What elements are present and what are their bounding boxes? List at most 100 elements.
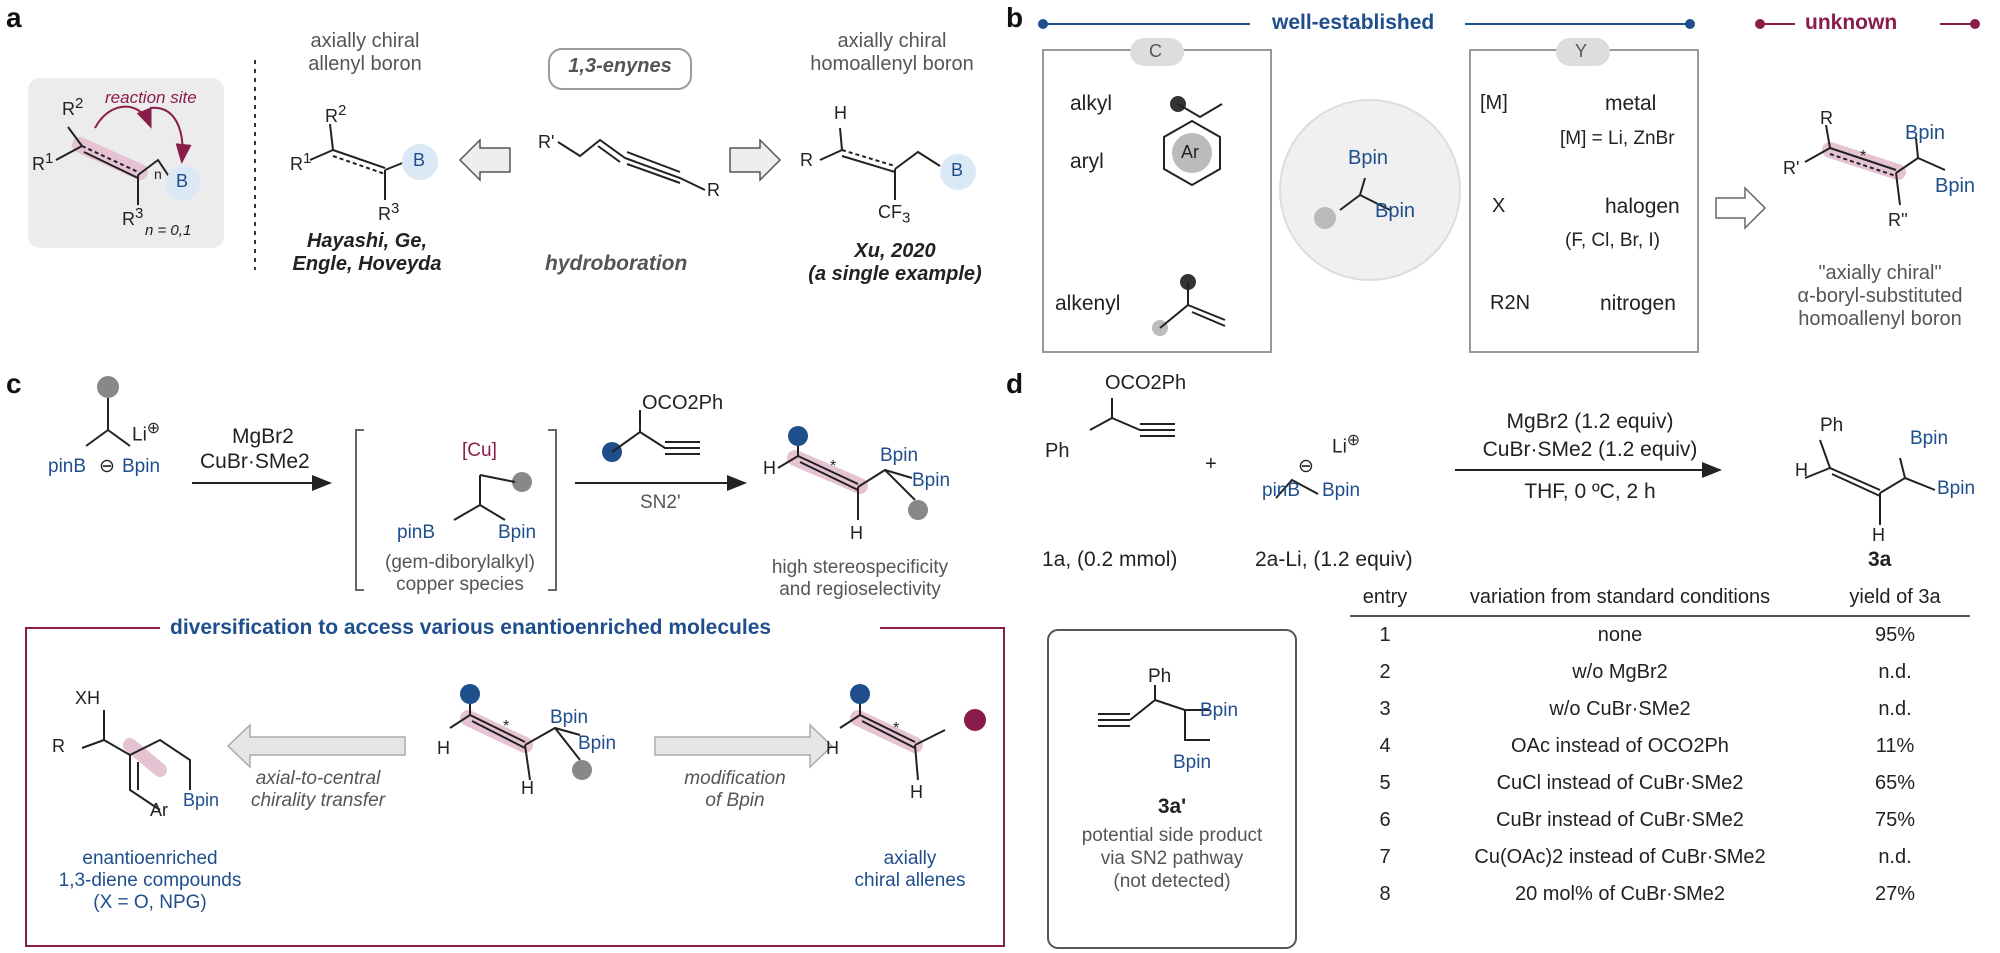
c-pinb: pinB (48, 456, 87, 477)
b-product-r: R (1820, 108, 1833, 128)
cell-yield: 95% (1874, 624, 1916, 646)
b-product-bpin-2: Bpin (1935, 175, 1976, 197)
cell-yield: 65% (1874, 772, 1916, 794)
b-product-r-prime: R' (1783, 158, 1800, 178)
d-prod-h2: H (1872, 525, 1885, 545)
cell-variation: 20 mol% of CuBr·SMe2 (1514, 883, 1726, 905)
b-product-star: * (1860, 148, 1867, 165)
c-reagent-2: CuBr·SMe2 (200, 450, 310, 473)
c-item-aryl: aryl (1070, 150, 1104, 173)
d-side-bpin-1: Bpin (1200, 700, 1239, 721)
c-int-bpin: Bpin (498, 522, 537, 543)
c-reagent-1: MgBr2 (232, 425, 294, 448)
box-y-letter: Y (1575, 41, 1588, 61)
div-bpin: Bpin (183, 790, 220, 810)
cell-variation: none (1597, 624, 1643, 646)
panel-label-d: d (1006, 368, 1024, 399)
c-sn2-label: SN2' (640, 492, 681, 513)
div-right-arrow-caption: modification of Bpin (684, 768, 786, 811)
cell-yield: n.d. (1878, 661, 1912, 683)
arrow-right-hollow (729, 138, 782, 182)
allenyl-boron: B (413, 150, 426, 170)
enyne-pill (548, 48, 692, 90)
side-product-box (1047, 629, 1297, 949)
panel-label-b: b (1006, 2, 1024, 33)
cell-variation: CuCl instead of CuBr·SMe2 (1496, 772, 1744, 794)
cell-yield: n.d. (1878, 698, 1912, 720)
diversification-title: diversification to access various enanti… (170, 616, 772, 639)
y-item-nitrogen: nitrogen (1600, 292, 1676, 315)
allenyl-r1: R1 (290, 150, 312, 174)
c-item-alkyl: alkyl (1070, 92, 1113, 115)
c-intermediate-caption: (gem-diborylalkyl) copper species (385, 552, 535, 595)
cell-yield: 27% (1874, 883, 1916, 905)
boron-bubble-homoallenyl (940, 154, 976, 190)
c-int-pinb: pinB (397, 522, 436, 543)
c-li-cation: Li⊕ (132, 420, 161, 446)
d-prod-ph: Ph (1820, 415, 1844, 436)
enyne-r: R (707, 180, 720, 200)
d-prod-bpin-1: Bpin (1910, 428, 1949, 449)
cell-entry: 5 (1379, 772, 1391, 794)
c-prod-h2: H (850, 523, 863, 543)
c-carbonate: OCO2Ph (642, 392, 724, 414)
allenyl-authors: Hayashi, Ge, Engle, Hoveyda (292, 230, 442, 275)
cell-variation: OAc instead of OCO2Ph (1511, 735, 1729, 757)
d-cond-2: CuBr·SMe2 (1.2 equiv) (1482, 438, 1698, 461)
allenyl-title: axially chiral allenyl boron (308, 30, 422, 75)
homoallenyl-title: axially chiral homoallenyl boron (810, 30, 974, 75)
cell-variation: Cu(OAc)2 instead of CuBr·SMe2 (1474, 846, 1766, 868)
d-prod-h1: H (1795, 460, 1808, 480)
arrow-right-gray (654, 723, 834, 769)
n-index: n (154, 166, 162, 182)
d-plus: + (1205, 453, 1217, 475)
arrow-left-hollow (458, 138, 511, 182)
div-xh: XH (75, 688, 101, 708)
cell-yield: 75% (1874, 809, 1916, 831)
panel-label-c: c (6, 368, 22, 399)
d-bpin: Bpin (1322, 480, 1361, 501)
box-c (1042, 49, 1272, 353)
cell-entry: 1 (1379, 624, 1391, 646)
y-item-halogen: halogen (1605, 195, 1680, 218)
homoallenyl-authors: Xu, 2020 (a single example) (808, 240, 982, 285)
header-entry: entry (1350, 586, 1420, 617)
div-right-h2: H (910, 782, 923, 802)
div-left-caption: enantioenriched 1,3-diene compounds (X =… (58, 848, 242, 913)
enyne-title: 1,3-enynes (568, 55, 672, 77)
div-r: R (52, 736, 65, 756)
d-sm-ph: Ph (1045, 440, 1070, 462)
reaction-site-label: reaction site (105, 88, 197, 107)
c-bpin: Bpin (122, 456, 161, 477)
d-product-label: 3a (1868, 548, 1892, 571)
y-item-halogen-prefix: X (1492, 195, 1506, 217)
panel-label-a: a (6, 2, 22, 33)
c-anion: ⊖ (99, 456, 115, 477)
d-cond-1: MgBr2 (1.2 equiv) (1506, 410, 1674, 433)
cell-entry: 4 (1379, 735, 1391, 757)
center-bpin-bottom: Bpin (1375, 200, 1416, 222)
y-item-metal-note: [M] = Li, ZnBr (1560, 128, 1675, 149)
div-center-bpin-2: Bpin (578, 733, 617, 754)
unknown-label: unknown (1805, 11, 1898, 34)
div-right-star: * (893, 720, 900, 737)
cell-variation: w/o MgBr2 (1572, 661, 1668, 683)
c-item-alkenyl: alkenyl (1055, 292, 1121, 315)
well-established-label: well-established (1272, 11, 1435, 34)
cell-entry: 7 (1379, 846, 1391, 868)
c-cu-label: [Cu] (462, 440, 497, 461)
d-side-bpin-2: Bpin (1173, 752, 1212, 773)
allenyl-r3: R3 (378, 200, 400, 224)
conditions-table: entry variation from standard conditions… (1350, 586, 1970, 913)
d-sm1-label: 1a, (0.2 mmol) (1042, 548, 1178, 571)
d-side-ph: Ph (1148, 666, 1172, 687)
div-center-h1: H (437, 738, 450, 758)
div-right-h1: H (826, 738, 839, 758)
div-center-bpin-1: Bpin (550, 707, 589, 728)
c-product-caption: high stereospecificity and regioselectiv… (771, 557, 949, 600)
d-cond-3: THF, 0 ºC, 2 h (1524, 480, 1656, 503)
allenyl-r2: R2 (325, 102, 347, 126)
